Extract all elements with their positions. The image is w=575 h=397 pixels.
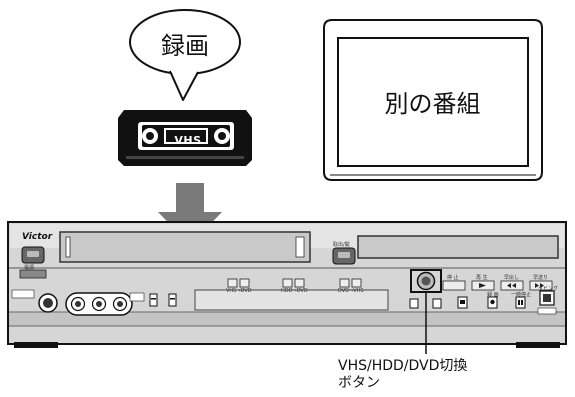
lower-control-buttons[interactable] xyxy=(409,296,526,309)
vhs-door xyxy=(59,231,311,263)
callout-line-1: VHS/HDD/DVD切換 xyxy=(338,358,468,374)
vhs-to-dvd-label: VHS→DVD xyxy=(226,288,252,294)
av-input-jacks xyxy=(11,289,145,316)
dubbing-label: ダビング xyxy=(538,286,559,292)
television xyxy=(323,19,543,181)
down-arrow xyxy=(158,183,222,245)
eject-button-right[interactable] xyxy=(332,247,356,265)
eject-button-left[interactable] xyxy=(21,246,45,264)
callout-label: VHS/HDD/DVD切換 ボタン xyxy=(338,358,467,392)
play-label: 再 生 xyxy=(476,275,488,281)
channel-buttons[interactable] xyxy=(149,293,177,307)
dvd-to-vhs-label: DVD→VHS xyxy=(338,288,364,294)
stop-label: 停 止 xyxy=(447,275,459,281)
open-label: 取出/開 xyxy=(333,242,350,248)
vhs-cassette-icon xyxy=(118,110,252,166)
dvd-tray xyxy=(357,235,559,259)
hdd-to-dvd-label: HDD→DVD xyxy=(281,288,308,294)
vhs-label: VHS xyxy=(174,134,202,147)
speech-bubble xyxy=(129,9,241,101)
tv-screen-text: 別の番組 xyxy=(384,90,481,118)
rewind-label: 早戻し xyxy=(504,275,520,281)
pause-label: 一時停止 xyxy=(511,292,532,298)
callout-line-2: ボタン xyxy=(338,375,380,391)
transport-buttons[interactable] xyxy=(442,280,553,291)
dubbing-start-button[interactable] xyxy=(537,290,557,315)
power-label: 電源 xyxy=(24,265,35,271)
speech-bubble-text: 録画 xyxy=(161,32,209,60)
brand-logo: Victor xyxy=(22,232,53,242)
record-label: 録 画 xyxy=(487,292,499,298)
fast-forward-label: 早送り xyxy=(533,275,549,281)
dubbing-buttons[interactable] xyxy=(227,278,362,288)
vhs-hdd-dvd-switch-button[interactable] xyxy=(410,269,442,293)
power-button xyxy=(19,269,47,279)
front-display xyxy=(194,289,389,311)
